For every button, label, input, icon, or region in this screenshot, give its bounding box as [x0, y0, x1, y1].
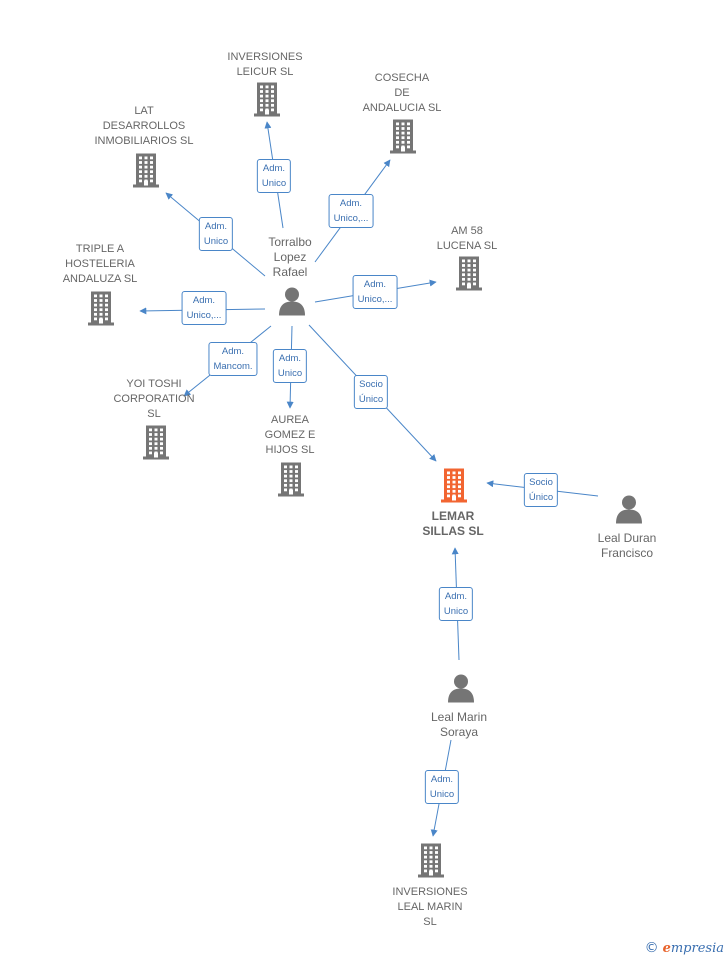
empresia-watermark: © empresia [645, 940, 724, 956]
brand-logo: empresia [662, 940, 724, 956]
company-building-icon[interactable] [415, 842, 447, 883]
company-building-icon[interactable] [275, 461, 307, 502]
relation-label: Adm. Unico [272, 349, 308, 383]
company-building-icon[interactable] [130, 152, 162, 193]
company-name-label[interactable]: TRIPLE A HOSTELERIA ANDALUZA SL [62, 243, 138, 285]
company-name-label[interactable]: YOI TOSHI CORPORATION SL [113, 378, 195, 420]
relation-label: Adm. Unico [424, 770, 460, 804]
company-name-label[interactable]: LEMAR SILLAS SL [422, 509, 484, 538]
person-icon[interactable] [446, 673, 476, 708]
relation-label: Adm. Unico [256, 159, 292, 193]
company-building-icon[interactable] [251, 81, 283, 122]
person-icon[interactable] [277, 286, 307, 321]
relation-label: Socio Único [523, 473, 559, 507]
person-name-label[interactable]: Torralbo Lopez Rafael [268, 235, 312, 279]
company-building-icon[interactable] [453, 255, 485, 296]
company-name-label[interactable]: COSECHA DE ANDALUCIA SL [362, 72, 442, 114]
relation-label: Socio Único [353, 375, 389, 409]
company-name-label[interactable]: AM 58 LUCENA SL [436, 225, 498, 252]
relation-label: Adm. Unico [198, 217, 234, 251]
company-name-label[interactable]: INVERSIONES LEAL MARIN SL [392, 886, 468, 928]
company-name-label[interactable]: AUREA GOMEZ E HIJOS SL [264, 414, 316, 456]
relation-label: Adm. Mancom. [208, 342, 258, 376]
relation-label: Adm. Unico,... [181, 291, 227, 325]
copyright-icon: © [644, 940, 659, 956]
relation-label: Adm. Unico [438, 587, 474, 621]
focus-company-building-icon[interactable] [438, 467, 470, 508]
person-name-label[interactable]: Leal Marin Soraya [430, 710, 488, 739]
relation-label: Adm. Unico,... [352, 275, 398, 309]
company-building-icon[interactable] [85, 290, 117, 331]
relation-label: Adm. Unico,... [328, 194, 374, 228]
person-name-label[interactable]: Leal Duran Francisco [597, 531, 657, 560]
person-icon[interactable] [614, 494, 644, 529]
company-building-icon[interactable] [140, 424, 172, 465]
company-name-label[interactable]: LAT DESARROLLOS INMOBILIARIOS SL [94, 105, 194, 147]
company-building-icon[interactable] [387, 118, 419, 159]
company-name-label[interactable]: INVERSIONES LEICUR SL [227, 51, 303, 78]
